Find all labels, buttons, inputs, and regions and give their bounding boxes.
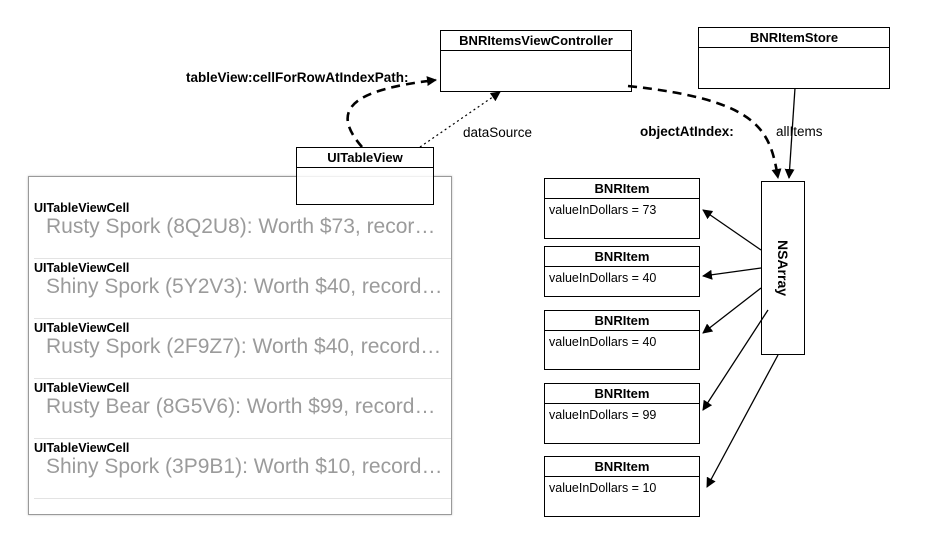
cell-separator xyxy=(34,498,451,499)
bnritem-box: BNRItem valueInDollars = 10 xyxy=(544,456,700,517)
table-view-screen: UITableViewCell Rusty Spork (8Q2U8): Wor… xyxy=(28,176,452,515)
data-source-arrow xyxy=(419,91,501,148)
bnritem-box: BNRItem valueInDollars = 40 xyxy=(544,246,700,297)
object-at-index-arrow xyxy=(627,84,782,179)
bnritem-title: BNRItem xyxy=(545,311,699,331)
object-at-index-label: objectAtIndex: xyxy=(640,124,734,139)
bnritem-value: valueInDollars = 73 xyxy=(549,203,657,217)
bnritem-title: BNRItem xyxy=(545,457,699,477)
array-to-item-arrow xyxy=(702,309,769,411)
bnritem-box: BNRItem valueInDollars = 40 xyxy=(544,310,700,370)
array-to-item-arrow xyxy=(702,287,762,334)
table-cell[interactable]: UITableViewCell Rusty Bear (8G5V6): Wort… xyxy=(29,379,451,439)
table-cell[interactable]: UITableViewCell Shiny Spork (5Y2V3): Wor… xyxy=(29,259,451,319)
all-items-label: allItems xyxy=(776,124,823,139)
table-cell[interactable]: UITableViewCell Rusty Spork (8Q2U8): Wor… xyxy=(29,199,451,259)
cell-separator xyxy=(34,318,451,319)
bnritem-title: BNRItem xyxy=(545,384,699,404)
uitableview-box: UITableView xyxy=(296,147,434,205)
table-cell[interactable]: UITableViewCell Shiny Spork (3P9B1): Wor… xyxy=(29,439,451,499)
data-source-label: dataSource xyxy=(463,125,533,140)
cell-type-label: UITableViewCell xyxy=(34,381,130,395)
cell-type-label: UITableViewCell xyxy=(34,321,130,335)
cell-separator xyxy=(34,378,451,379)
bnritem-title: BNRItem xyxy=(545,247,699,267)
bnritem-title: BNRItem xyxy=(545,179,699,199)
nsarray-box: NSArray xyxy=(761,181,805,355)
cell-type-label: UITableViewCell xyxy=(34,261,130,275)
bnritem-value: valueInDollars = 10 xyxy=(549,481,657,495)
bnritem-value: valueInDollars = 99 xyxy=(549,408,657,422)
bnritem-value: valueInDollars = 40 xyxy=(549,335,657,349)
cell-separator xyxy=(34,258,451,259)
array-to-item-arrow xyxy=(702,267,762,280)
cell-type-label: UITableViewCell xyxy=(34,441,130,455)
bnritem-box: BNRItem valueInDollars = 73 xyxy=(544,178,700,239)
uitableview-title: UITableView xyxy=(297,148,433,168)
item-store-title: BNRItemStore xyxy=(699,28,889,48)
all-items-arrow xyxy=(784,87,796,179)
bnritem-value: valueInDollars = 40 xyxy=(549,271,657,285)
table-cell[interactable]: UITableViewCell Rusty Spork (2F9Z7): Wor… xyxy=(29,319,451,379)
cell-for-row-arrow xyxy=(346,76,437,148)
item-store-box: BNRItemStore xyxy=(698,27,890,89)
view-controller-box: BNRItemsViewController xyxy=(440,30,632,92)
cell-for-row-label: tableView:cellForRowAtIndexPath: xyxy=(186,70,409,85)
cell-type-label: UITableViewCell xyxy=(34,201,130,215)
view-controller-title: BNRItemsViewController xyxy=(441,31,631,51)
cell-separator xyxy=(34,438,451,439)
array-to-item-arrow xyxy=(706,354,779,488)
array-to-item-arrow xyxy=(702,209,762,251)
bnritem-box: BNRItem valueInDollars = 99 xyxy=(544,383,700,444)
